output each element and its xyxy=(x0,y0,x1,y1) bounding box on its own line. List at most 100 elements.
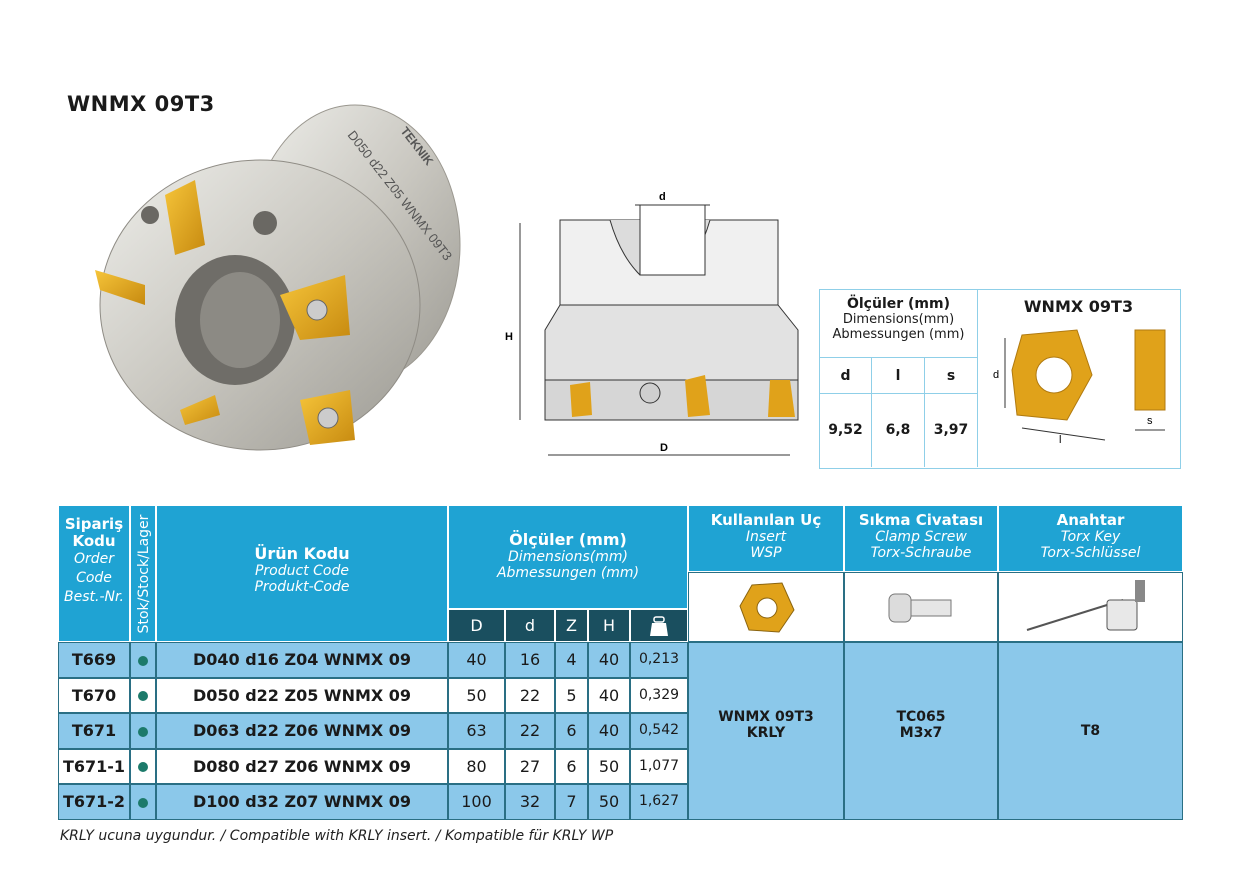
stock-dot-icon xyxy=(138,762,148,773)
insert-image xyxy=(739,582,795,633)
dim-box-header: Ölçüler (mm) Dimensions(mm) Abmessungen … xyxy=(820,290,977,358)
insert-dimension-box: Ölçüler (mm) Dimensions(mm) Abmessungen … xyxy=(819,289,1181,469)
table-cell-Z: 7 xyxy=(555,784,588,820)
dim-col-d: d xyxy=(820,358,871,394)
table-cell-D: 80 xyxy=(448,748,505,785)
header-stock-label: Stok/Stock/Lager xyxy=(136,514,152,634)
insert-value-cell: WNMX 09T3 KRLY xyxy=(688,642,844,820)
table-cell-kg: 1,077 xyxy=(630,748,688,785)
table-cell-code: T671-2 xyxy=(58,784,130,820)
table-cell-H: 40 xyxy=(588,642,630,678)
table-cell-code: T671 xyxy=(58,713,130,749)
insert-drawing: d l s xyxy=(993,329,1166,446)
table-cell-kg: 0,542 xyxy=(630,713,688,749)
table-cell-H: 50 xyxy=(588,784,630,820)
header-product-code: Ürün Kodu Product Code Produkt-Code xyxy=(156,505,448,642)
stock-dot-icon xyxy=(138,726,148,737)
insert-value-line2: KRLY xyxy=(746,725,786,741)
insert-value-line1: WNMX 09T3 xyxy=(718,709,814,725)
milling-cutter-photo: D050 d22 Z05 WNMX 09T3 TEKNIK xyxy=(95,104,461,451)
screw-value-line1: TC065 xyxy=(896,709,946,725)
stock-indicator xyxy=(130,713,156,749)
table-cell-d: 27 xyxy=(505,748,555,785)
header-screw: Sıkma Civatası Clamp Screw Torx-Schraube xyxy=(844,505,998,572)
table-cell-product: D100 d32 Z07 WNMX 09 xyxy=(156,784,448,820)
key-image-cell xyxy=(998,572,1183,642)
insert-image-cell xyxy=(688,572,844,642)
stock-indicator xyxy=(130,784,156,820)
header-key-tr: Anahtar xyxy=(1056,511,1125,529)
header-screw-de: Torx-Schraube xyxy=(870,545,972,561)
table-cell-D: 50 xyxy=(448,677,505,714)
product-table: Sipariş Kodu Order Code Best.-Nr. Stok/S… xyxy=(58,505,1183,820)
header-col-D: D xyxy=(448,609,505,642)
stock-dot-icon xyxy=(138,691,148,702)
table-cell-kg: 0,213 xyxy=(630,642,688,678)
dim-val-s: 3,97 xyxy=(933,422,969,438)
insert-label-d: d xyxy=(993,369,999,381)
table-cell-code: T670 xyxy=(58,677,130,714)
table-cell-Z: 5 xyxy=(555,677,588,714)
header-product-code-tr: Ürün Kodu xyxy=(254,544,350,563)
table-cell-H: 40 xyxy=(588,677,630,714)
stock-indicator xyxy=(130,677,156,714)
weight-icon xyxy=(650,616,668,636)
stock-dot-icon xyxy=(138,655,148,666)
table-cell-H: 50 xyxy=(588,748,630,785)
stock-indicator xyxy=(130,748,156,785)
dim-col-s: s xyxy=(925,358,977,394)
footnote: KRLY ucuna uygundur. / Compatible with K… xyxy=(60,828,614,844)
table-cell-H: 40 xyxy=(588,713,630,749)
table-cell-D: 100 xyxy=(448,784,505,820)
header-col-Z: Z xyxy=(555,609,588,642)
table-cell-Z: 6 xyxy=(555,748,588,785)
header-col-weight xyxy=(630,609,688,642)
header-col-d: d xyxy=(505,609,555,642)
technical-drawing: d H D xyxy=(505,191,799,456)
header-order-code-en: Order Code xyxy=(73,551,115,586)
header-product-code-de: Produkt-Code xyxy=(254,579,350,595)
insert-label-s: s xyxy=(1147,415,1153,427)
header-screw-tr: Sıkma Civatası xyxy=(858,511,984,529)
key-value-cell: T8 xyxy=(998,642,1183,820)
table-cell-Z: 4 xyxy=(555,642,588,678)
header-screw-en: Clamp Screw xyxy=(875,529,967,545)
screw-image-cell xyxy=(844,572,998,642)
insert-drawing-title: WNMX 09T3 xyxy=(1023,297,1134,316)
header-product-code-en: Product Code xyxy=(254,563,349,579)
screw-value-line2: M3x7 xyxy=(899,725,943,741)
dim-val-d: 9,52 xyxy=(828,422,863,438)
header-dims-en: Dimensions(mm) xyxy=(508,549,628,565)
screw-value-cell: TC065 M3x7 xyxy=(844,642,998,820)
table-cell-d: 16 xyxy=(505,642,555,678)
table-cell-d: 22 xyxy=(505,713,555,749)
table-cell-product: D040 d16 Z04 WNMX 09 xyxy=(156,642,448,678)
header-stock: Stok/Stock/Lager xyxy=(130,505,156,642)
stock-dot-icon xyxy=(138,797,148,808)
dim-box-title-tr: Ölçüler (mm) xyxy=(846,296,950,312)
table-cell-code: T669 xyxy=(58,642,130,678)
table-cell-product: D063 d22 Z06 WNMX 09 xyxy=(156,713,448,749)
header-insert: Kullanılan Uç Insert WSP xyxy=(688,505,844,572)
table-cell-D: 40 xyxy=(448,642,505,678)
insert-label-l: l xyxy=(1059,434,1061,446)
table-cell-d: 22 xyxy=(505,677,555,714)
header-key: Anahtar Torx Key Torx-Schlüssel xyxy=(998,505,1183,572)
table-cell-kg: 1,627 xyxy=(630,784,688,820)
header-dimensions: Ölçüler (mm) Dimensions(mm) Abmessungen … xyxy=(448,505,688,609)
table-cell-kg: 0,329 xyxy=(630,677,688,714)
dim-val-l: 6,8 xyxy=(885,422,911,438)
table-cell-D: 63 xyxy=(448,713,505,749)
header-key-de: Torx-Schlüssel xyxy=(1040,545,1141,561)
table-cell-product: D080 d27 Z06 WNMX 09 xyxy=(156,748,448,785)
table-cell-code: T671-1 xyxy=(58,748,130,785)
dim-box-title-en: Dimensions(mm) xyxy=(842,312,955,327)
table-cell-product: D050 d22 Z05 WNMX 09 xyxy=(156,677,448,714)
header-order-code-tr: Sipariş Kodu xyxy=(64,515,124,550)
screw-image xyxy=(888,593,952,623)
header-key-en: Torx Key xyxy=(1060,529,1121,545)
dim-col-l: l xyxy=(872,358,924,394)
page-title: WNMX 09T3 xyxy=(67,92,215,116)
header-insert-de: WSP xyxy=(750,545,782,561)
drawing-label-D: D xyxy=(660,442,668,454)
